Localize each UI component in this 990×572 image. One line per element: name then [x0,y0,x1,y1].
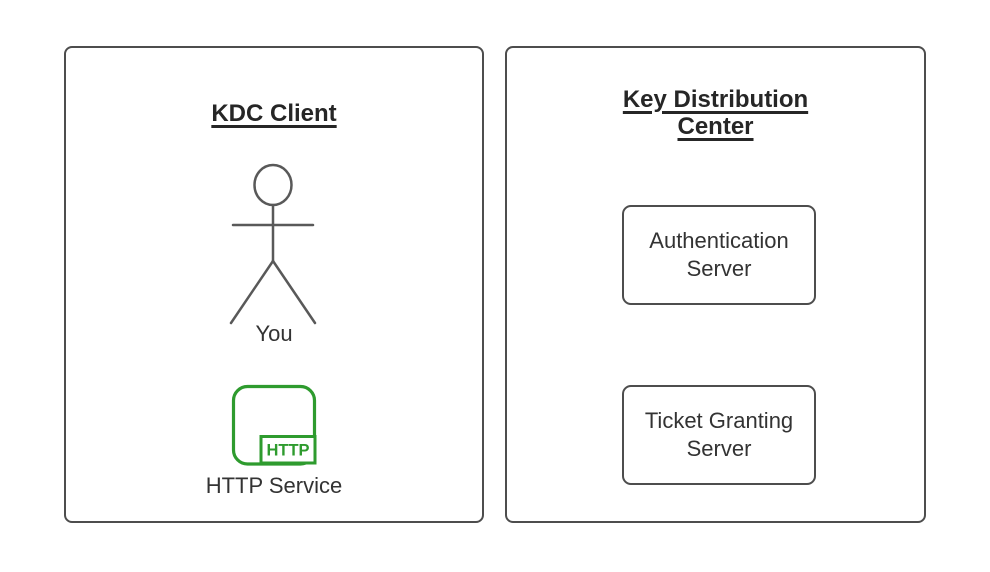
figure-head [253,163,293,207]
ticket-granting-server-label-line-1: Ticket Granting [644,408,794,433]
figure-left-leg [229,259,275,325]
kdc-title-line-2: Center [677,113,754,140]
ticket-granting-server-label: Ticket Granting Server [645,407,793,463]
authentication-server-node: Authentication Server [622,205,816,305]
authentication-server-label-line-1: Authentication [649,228,789,253]
http-icon-text: HTTP [266,442,309,460]
authentication-server-label-line-2: Server [686,256,752,281]
http-service-label: HTTP Service [205,473,343,498]
key-distribution-center-panel: Key Distribution Center Authentication S… [505,46,926,523]
kdc-client-title: KDC Client [211,100,337,127]
http-icon-badge [259,435,317,465]
actor-label: You [255,321,293,346]
person-stick-figure-icon [229,163,317,325]
authentication-server-label: Authentication Server [649,227,788,283]
key-distribution-center-title: Key Distribution Center [507,86,924,140]
kdc-title-line-1: Key Distribution [622,86,809,113]
figure-right-leg [271,259,317,325]
ticket-granting-server-node: Ticket Granting Server [622,385,816,485]
kdc-client-panel: KDC Client You HTTP HTTP Service [64,46,484,523]
http-app-icon: HTTP [231,384,317,466]
ticket-granting-server-label-line-2: Server [686,436,752,461]
